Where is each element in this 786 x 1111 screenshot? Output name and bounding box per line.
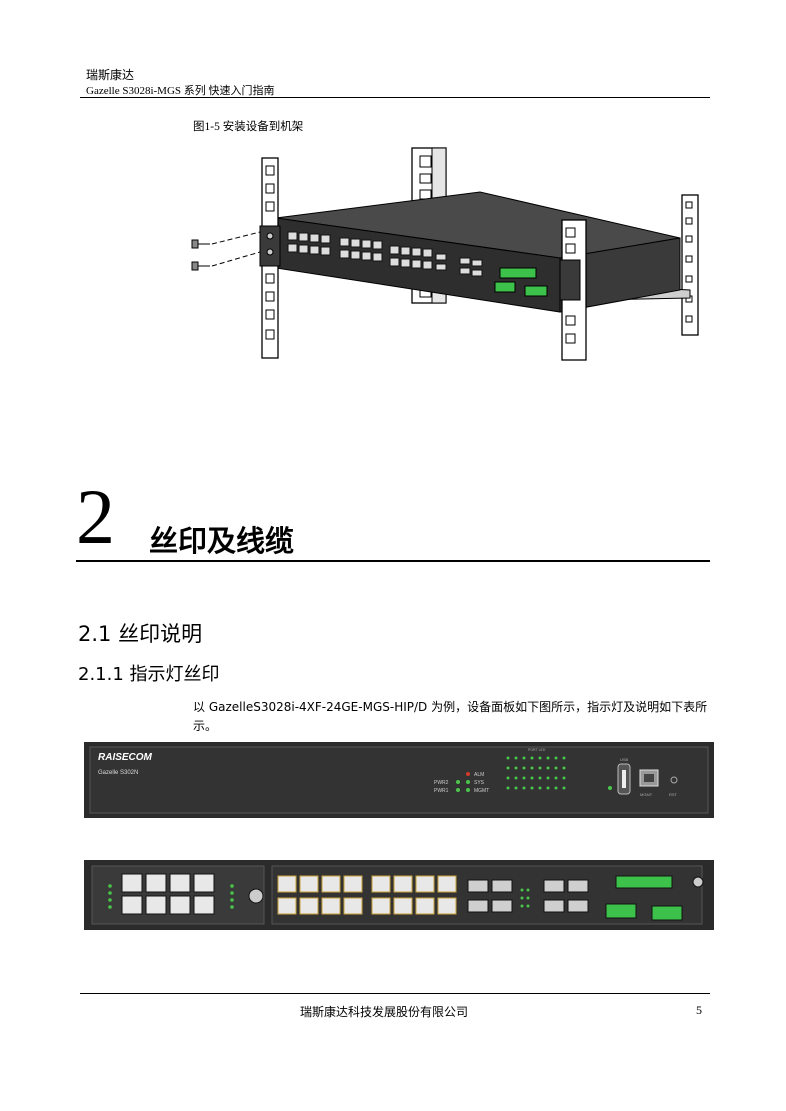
front-panel-image: RAISECOM Gazelle S302N PWR2 PWR1 ALM SYS… bbox=[84, 742, 714, 818]
mgmt-led bbox=[466, 788, 470, 792]
pwr1-label: PWR1 bbox=[434, 788, 449, 794]
subsection-heading: 2.1.1 指示灯丝印 bbox=[78, 664, 220, 685]
usb-label: USB bbox=[620, 757, 629, 762]
reset-button bbox=[670, 776, 678, 784]
header-company: 瑞斯康达 bbox=[86, 68, 135, 82]
port-led-grid bbox=[506, 756, 566, 790]
usb-led bbox=[608, 786, 612, 790]
mgmt-label: MGMT bbox=[474, 788, 489, 794]
header-rule bbox=[80, 97, 710, 98]
rj45-ports-left bbox=[121, 873, 215, 915]
pwr1-led bbox=[456, 788, 460, 792]
figure-caption: 图1-5 安装设备到机架 bbox=[193, 121, 304, 133]
chapter-rule bbox=[76, 560, 710, 562]
footer-rule bbox=[80, 993, 710, 994]
rack-post-left bbox=[259, 157, 281, 359]
mgmt-port-label: MGMT bbox=[640, 792, 653, 797]
rack-post-right bbox=[681, 194, 699, 336]
rj45-ports-middle bbox=[277, 875, 457, 915]
port-panel-image bbox=[84, 860, 714, 930]
pwr2-label: PWR2 bbox=[434, 780, 449, 786]
header-doc-title: Gazelle S3028i-MGS 系列 快速入门指南 bbox=[86, 85, 275, 97]
ground-screw bbox=[248, 888, 264, 904]
alm-led bbox=[466, 772, 470, 776]
sys-led bbox=[466, 780, 470, 784]
brand-logo: RAISECOM bbox=[98, 752, 153, 763]
chapter-title: 丝印及线缆 bbox=[149, 524, 295, 558]
sfp-ports bbox=[467, 879, 589, 913]
model-label: Gazelle S302N bbox=[98, 770, 138, 776]
power-terminal-1 bbox=[605, 903, 637, 919]
body-paragraph: 以 GazelleS3028i-4XF-24GE-MGS-HIP/D 为例，设备… bbox=[193, 700, 708, 733]
alarm-terminal-block bbox=[615, 875, 673, 889]
rack-post-front-right bbox=[559, 219, 587, 361]
sys-label: SYS bbox=[474, 780, 485, 786]
rack-installation-illustration bbox=[191, 147, 699, 361]
switch-chassis bbox=[275, 191, 681, 313]
page-number: 5 bbox=[696, 1003, 702, 1017]
chapter-number: 2 bbox=[76, 473, 115, 560]
pwr2-led bbox=[456, 780, 460, 784]
ground-terminal bbox=[692, 876, 704, 888]
alm-label: ALM bbox=[474, 772, 484, 778]
rst-label: RST bbox=[669, 792, 678, 797]
power-terminal-2 bbox=[651, 905, 683, 921]
footer-company: 瑞斯康达科技发展股份有限公司 bbox=[300, 1005, 469, 1019]
screw-icon bbox=[191, 239, 210, 271]
section-heading: 2.1 丝印说明 bbox=[78, 622, 203, 646]
port-led-caption: PORT LED bbox=[528, 748, 546, 752]
